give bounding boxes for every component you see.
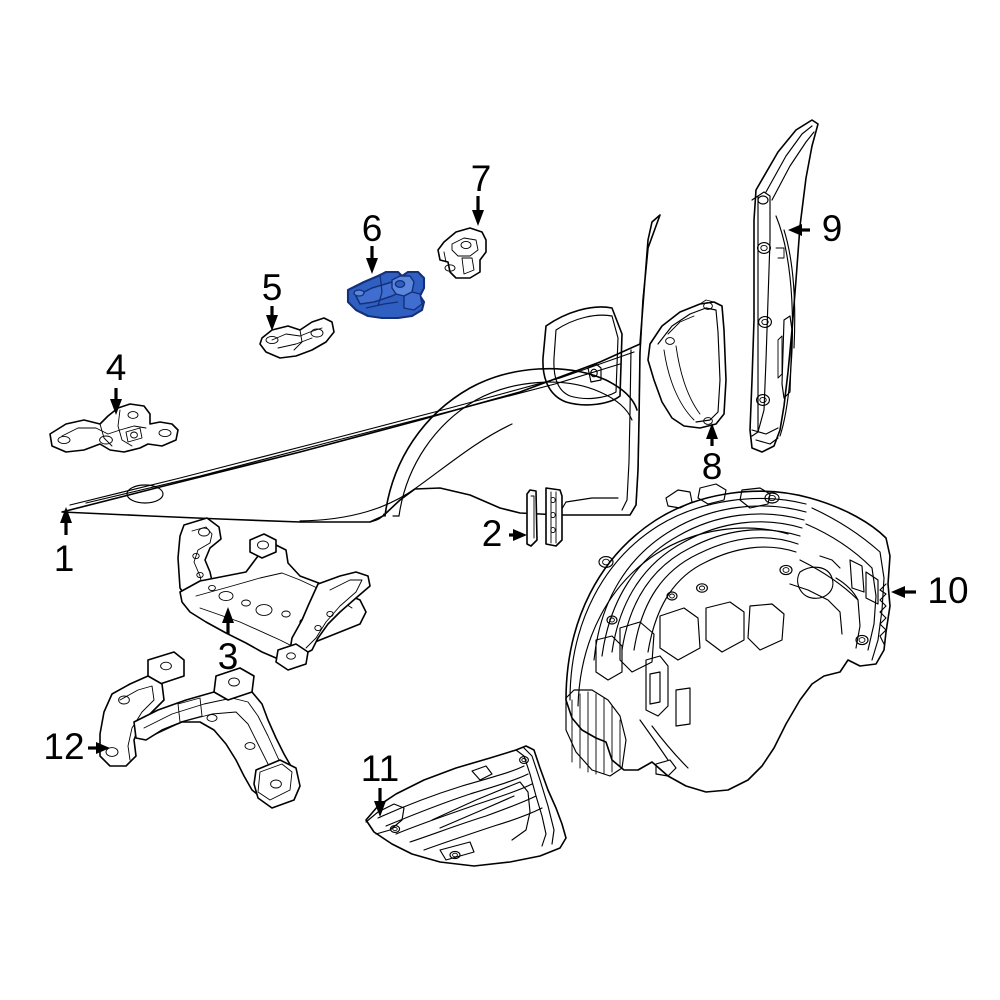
part-fender-mounting-bracket-upper-highlighted[interactable] <box>346 270 426 320</box>
callout-10-number: 10 <box>927 570 968 611</box>
callout-1-number: 1 <box>54 538 75 579</box>
callout-10: 10 <box>891 570 969 611</box>
part-fender-mounting-bracket-rear[interactable] <box>437 227 487 279</box>
callout-2: 2 <box>482 513 527 554</box>
callout-6: 6 <box>362 208 383 274</box>
callout-3: 3 <box>218 607 239 677</box>
part-front-fender-panel[interactable] <box>61 214 661 523</box>
callout-9-number: 9 <box>822 208 843 249</box>
callout-8-number: 8 <box>702 446 723 487</box>
part-front-wheelhouse-inner-liner[interactable] <box>565 483 891 793</box>
part-hood-hinge-bracket[interactable] <box>49 403 179 453</box>
callout-12-number: 12 <box>43 726 84 767</box>
part-engine-under-splash-shield[interactable] <box>365 745 567 867</box>
callout-5: 5 <box>262 267 283 331</box>
part-fender-rear-filler-panel[interactable] <box>647 299 727 429</box>
part-fender-rear-seal-strip[interactable] <box>526 487 563 547</box>
callout-7: 7 <box>471 158 492 226</box>
callout-4-number: 4 <box>106 347 127 388</box>
callout-7-number: 7 <box>471 158 492 199</box>
callout-12: 12 <box>43 726 110 767</box>
part-fender-rear-reinforcement-rail[interactable] <box>749 119 819 453</box>
callout-4: 4 <box>106 347 127 415</box>
callout-8: 8 <box>702 423 723 487</box>
part-fender-mounting-bracket-front[interactable] <box>259 317 335 359</box>
callout-11-number: 11 <box>361 748 399 789</box>
callout-9: 9 <box>788 208 842 249</box>
part-radiator-support-lower-crossmember[interactable] <box>177 517 371 671</box>
callout-1: 1 <box>54 507 75 579</box>
callout-5-number: 5 <box>262 267 283 308</box>
callout-11: 11 <box>361 748 399 817</box>
callout-3-number: 3 <box>218 636 239 677</box>
callout-6-number: 6 <box>362 208 383 249</box>
callout-2-number: 2 <box>482 513 503 554</box>
part-frame-rail-extension-bracket[interactable] <box>99 651 301 809</box>
